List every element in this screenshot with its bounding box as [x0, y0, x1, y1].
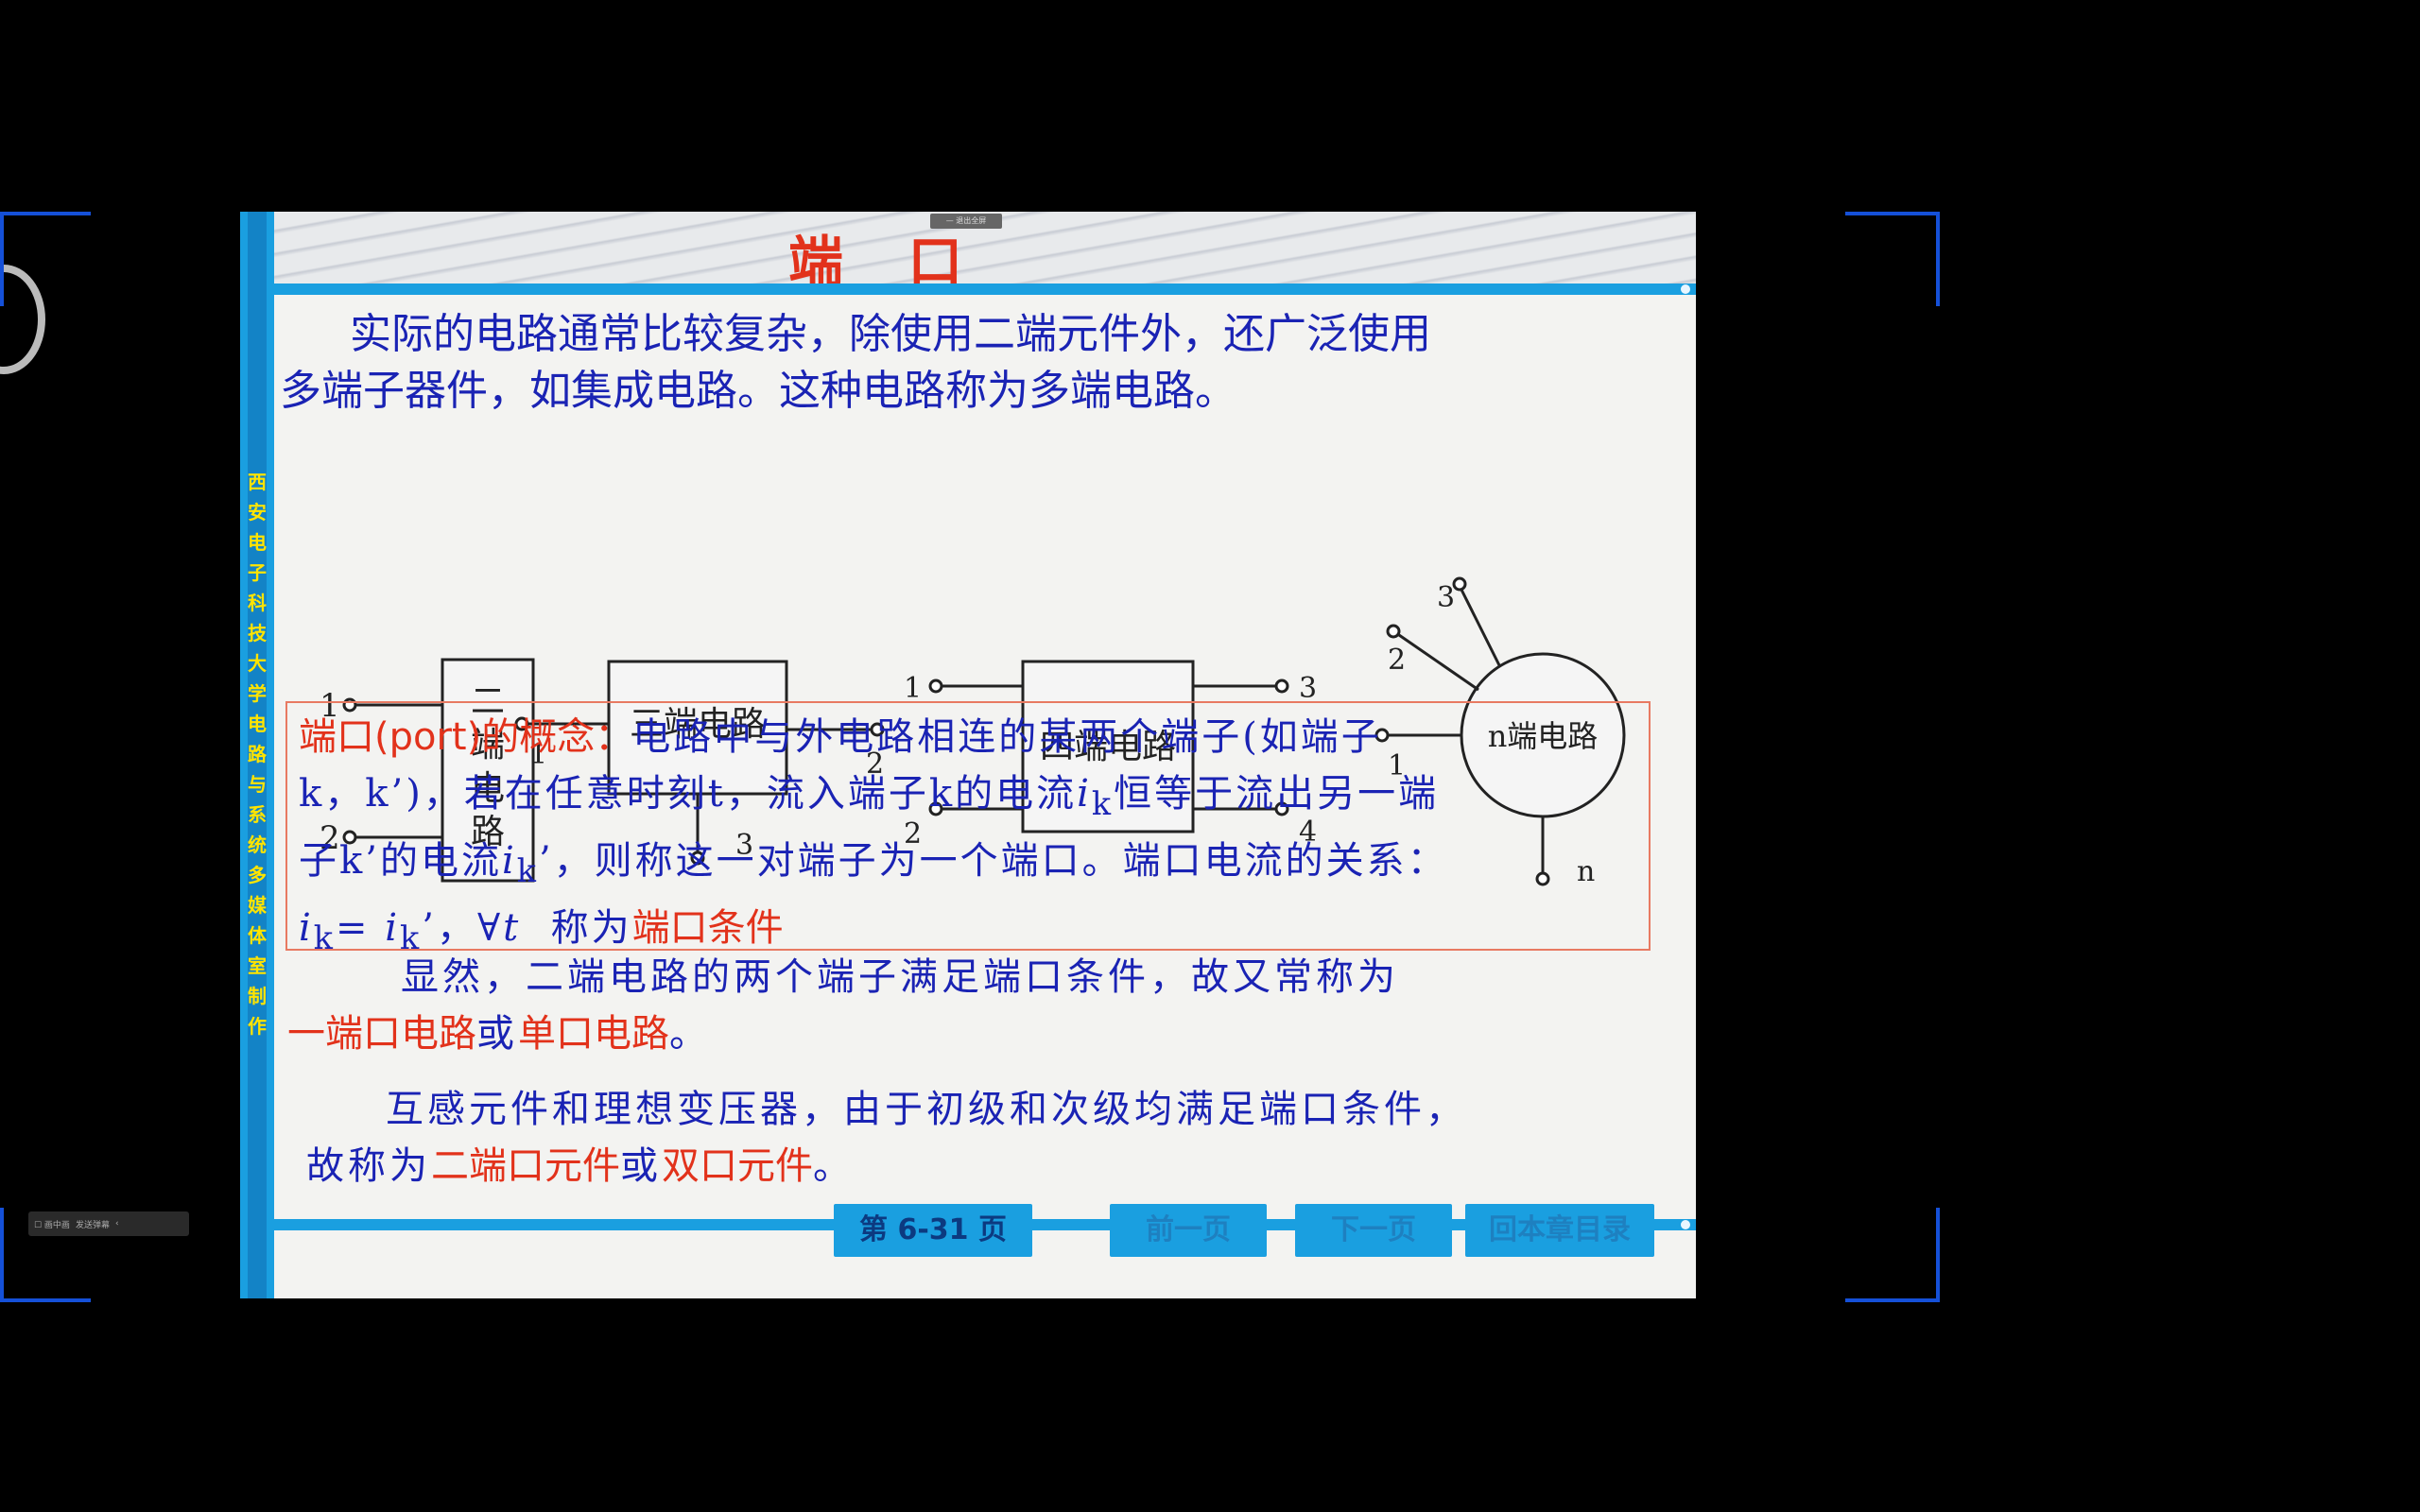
three-terminal-label: 三端电路 — [630, 705, 766, 744]
intro-paragraph: 实际的电路通常比较复杂，除使用二端元件外，还广泛使用 多端子器件，如集成电路。这… — [280, 306, 1679, 420]
two-terminal-label-char-4: 路 — [471, 813, 505, 851]
single-port-circuit-term: 单口电路 — [518, 1012, 669, 1056]
next-page-button[interactable]: 下一页 — [1295, 1204, 1452, 1257]
chapter-index-button[interactable]: 回本章目录 — [1465, 1204, 1654, 1257]
collapse-button[interactable]: ‹ — [114, 1219, 119, 1228]
n-terminal-pin-1: 1 — [1388, 749, 1406, 782]
three-terminal-pin-3: 3 — [735, 829, 753, 862]
corner-bracket-top-right — [1845, 212, 1940, 306]
multi-terminal-diagram: 1 2 1 2 3 1 2 3 4 1 2 3 n 二 端 电 路 三端电路 四… — [320, 576, 1626, 888]
n-terminal-pin-n: n — [1577, 855, 1595, 888]
port-condition-formula: i — [299, 906, 314, 950]
intro-line-2: 多端子器件，如集成电路。这种电路称为多端电路。 — [280, 367, 1236, 415]
four-terminal-box — [1021, 660, 1195, 833]
danmaku-button[interactable]: 发送弹幕 — [75, 1220, 110, 1230]
one-port-paragraph: 显然，二端电路的两个端子满足端口条件，故又常称为 一端口电路或单口电路。 — [287, 955, 1399, 1056]
two-terminal-label-char-2: 端 — [471, 726, 505, 765]
intro-line-1: 实际的电路通常比较复杂，除使用二端元件外，还广泛使用 — [350, 310, 1431, 358]
two-terminal-pin-1: 1 — [320, 687, 340, 725]
n-terminal-pin-3: 3 — [1437, 581, 1455, 614]
four-terminal-pin-2: 2 — [904, 817, 922, 850]
two-port-paragraph: 互感元件和理想变压器，由于初级和次级均满足端口条件， 故称为二端口元件或双口元件… — [306, 1088, 1467, 1188]
two-terminal-pin-2: 2 — [320, 819, 340, 857]
two-terminal-box — [441, 658, 535, 883]
exit-fullscreen-tab[interactable]: — 退出全屏 — [930, 214, 1002, 229]
header-strip — [274, 284, 1696, 295]
corner-bracket-bottom-right — [1845, 1208, 1940, 1302]
four-terminal-pin-1: 1 — [904, 672, 922, 705]
side-credit-text: 西安电子科技大学电路与系统多媒体室制作 — [248, 471, 267, 1038]
corner-bracket-top-left — [0, 212, 91, 306]
four-terminal-pin-3: 3 — [1299, 672, 1317, 705]
page-indicator: 第 6-31 页 — [834, 1204, 1032, 1257]
n-terminal-label: n端电路 — [1488, 718, 1599, 754]
mini-toolbar: ☐ 画中画 发送弹幕 ‹ — [28, 1211, 189, 1236]
concept-box — [285, 701, 1651, 951]
one-port-circuit-term: 一端口电路 — [287, 1012, 476, 1056]
slide: 西安电子科技大学电路与系统多媒体室制作 — 退出全屏 端 口 实际的电路通常比较… — [240, 212, 1696, 1298]
two-port-element-term: 二端口元件 — [431, 1144, 620, 1188]
corner-bracket-bottom-left — [0, 1208, 91, 1302]
four-terminal-label: 四端电路 — [1040, 728, 1176, 766]
port-concept-text: 端口(port)的概念：电路中与外电路相连的某两个端子(如端子 k，k’)，若在… — [299, 715, 1448, 956]
concept-heading: 端口(port)的概念： — [299, 715, 633, 759]
three-terminal-pin-1: 1 — [529, 738, 547, 771]
dual-port-element-term: 双口元件 — [662, 1144, 813, 1188]
slide-title: 端 口 — [788, 230, 986, 294]
two-terminal-label-char-3: 电 — [471, 769, 505, 808]
left-bar: 西安电子科技大学电路与系统多媒体室制作 — [240, 212, 274, 1298]
pip-button[interactable]: ☐ 画中画 — [34, 1220, 70, 1230]
three-terminal-pin-2: 2 — [866, 747, 884, 781]
n-terminal-pin-2: 2 — [1388, 644, 1406, 677]
port-condition-label: 端口条件 — [631, 906, 784, 950]
prev-page-button[interactable]: 前一页 — [1110, 1204, 1267, 1257]
three-terminal-box — [607, 660, 788, 796]
four-terminal-pin-4: 4 — [1299, 816, 1317, 849]
